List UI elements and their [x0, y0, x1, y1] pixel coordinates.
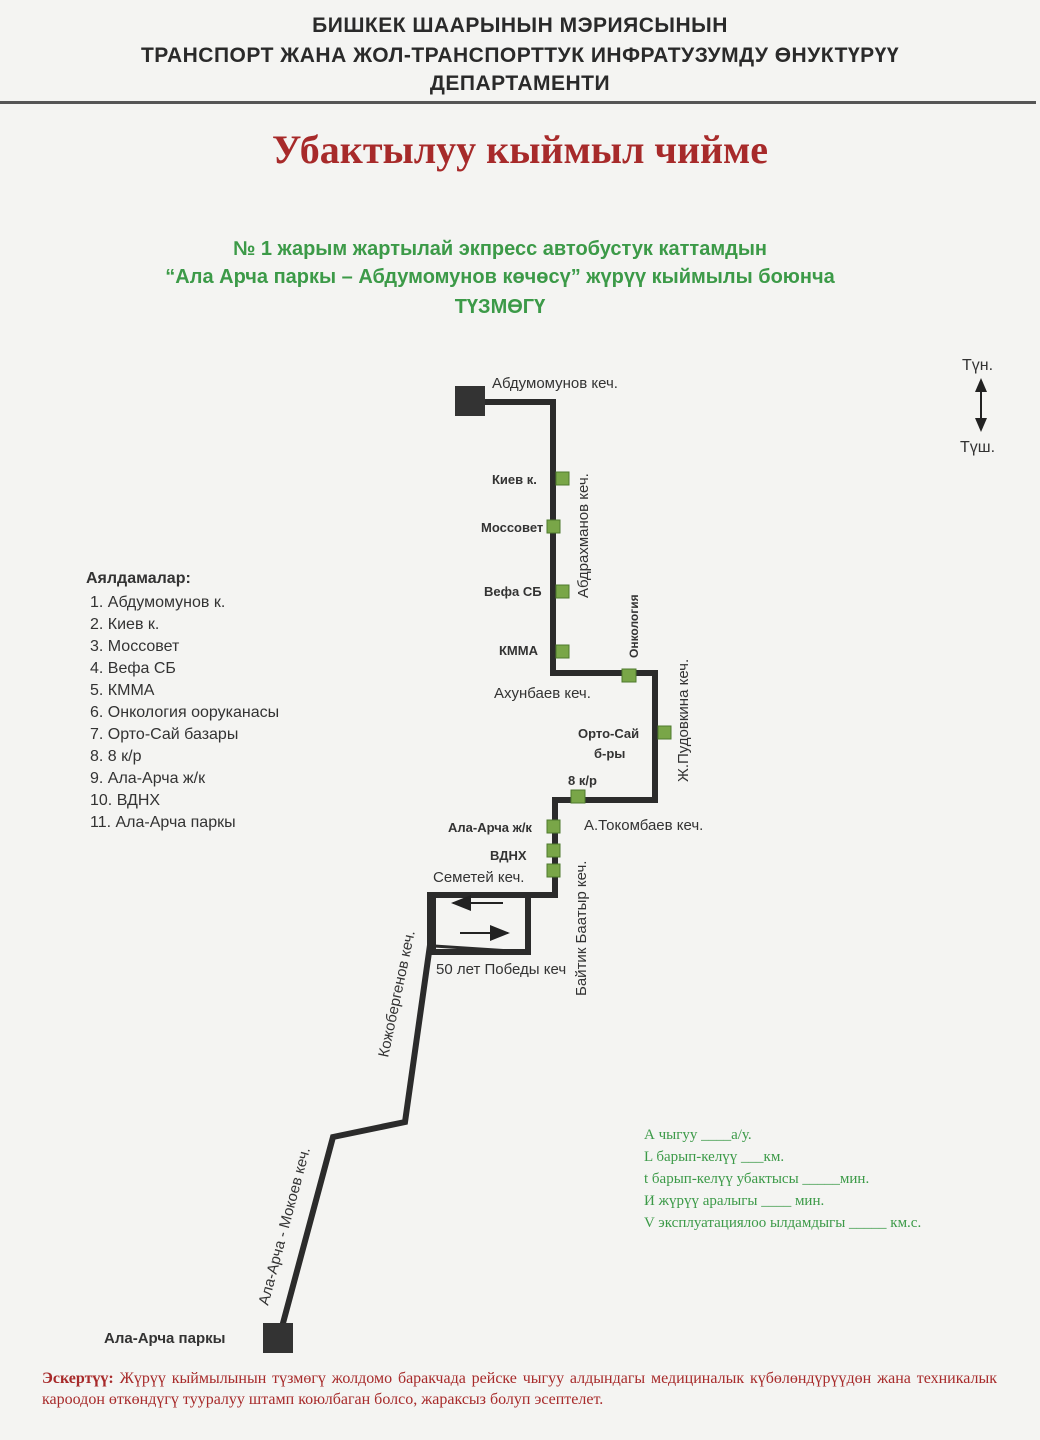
stop-marker-vdnh-1 — [546, 843, 561, 858]
list-item: 5. КММА — [90, 682, 155, 699]
stops-title: Аялдамалар: — [86, 570, 191, 587]
list-item: 3. Моссовет — [90, 638, 180, 655]
stop-marker-kmma — [555, 644, 570, 659]
terminal-top-label: Абдумомунов кеч. — [492, 375, 618, 392]
param-t: t барып-келүү убактысы _____мин. — [644, 1171, 870, 1187]
param-l: L барып-келүү ___км. — [644, 1149, 785, 1165]
list-item: 10. ВДНХ — [90, 792, 161, 809]
list-item: 7. Орто-Сай базары — [90, 726, 239, 743]
header-line-2: ТРАНСПОРТ ЖАНА ЖОЛ-ТРАНСПОРТТУК ИНФРАТУЗ… — [140, 44, 900, 67]
stop-marker-onko — [621, 668, 637, 683]
stop-marker-alaarcha — [546, 819, 561, 834]
street-label-kozhobergenov: Кожобергенов кеч. — [375, 929, 418, 1059]
street-label-pobedy: 50 лет Победы кеч — [436, 961, 566, 978]
footnote-text: Жүрүү кыймылынын түзмөгү жолдомо баракча… — [42, 1370, 997, 1408]
document-title: Убактылуу кыймыл чийме — [271, 127, 769, 172]
stop-label-mossovet: Моссовет — [481, 520, 543, 535]
street-label-semetey: Семетей кеч. — [433, 869, 524, 886]
list-item: 9. Ала-Арча ж/к — [90, 770, 206, 787]
list-item: 8. 8 к/р — [90, 748, 142, 765]
stop-label-kiev: Киев к. — [492, 472, 537, 487]
header-divider — [0, 101, 1036, 104]
header-line-1: БИШКЕК ШААРЫНЫН МЭРИЯСЫНЫН — [312, 14, 728, 37]
route-parameters: А чыгуу ____а/у. L барып-келүү ___км. t … — [644, 1124, 921, 1234]
header-line-3: ДЕПАРТАМЕНТИ — [429, 72, 611, 95]
street-label-baityk: Байтик Баатыр кеч. — [573, 861, 590, 996]
compass: Түн. Түш. — [960, 357, 995, 456]
stop-label-onko: Онкология — [627, 594, 641, 658]
param-v: V эксплуатациялоо ылдамдыгы _____ км.с. — [644, 1215, 922, 1231]
stop-label-ortosai-1: Орто-Сай — [578, 726, 639, 741]
street-label-abdrakhmanov: Абдрахманов кеч. — [575, 473, 592, 598]
stop-marker-kiev — [555, 471, 570, 486]
stop-marker-mossovet — [546, 519, 561, 534]
footnote-label: Эскертүү: — [42, 1370, 114, 1387]
terminal-bottom-label: Ала-Арча паркы — [104, 1330, 225, 1347]
route-link — [433, 944, 528, 954]
street-label-mokoev: Ала-Арча - Мокоев кеч. — [255, 1145, 314, 1307]
stop-label-ortosai-2: б-ры — [594, 746, 625, 761]
stop-label-vdnh: ВДНХ — [490, 848, 527, 863]
street-label-akhunbaev: Ахунбаев кеч. — [494, 685, 591, 702]
stops-list: 1. Абдумомунов к. 2. Киев к. 3. Моссовет… — [90, 592, 279, 834]
list-item: 4. Вефа СБ — [90, 660, 176, 677]
terminal-top-marker — [455, 386, 485, 416]
param-a: А чыгуу ____а/у. — [644, 1127, 752, 1143]
arrow-down-icon — [975, 418, 987, 432]
list-item: 1. Абдумомунов к. — [90, 594, 226, 611]
terminal-bottom-marker — [263, 1323, 293, 1353]
stop-markers — [546, 471, 672, 878]
footnote: Эскертүү: Жүрүү кыймылынын түзмөгү жолдо… — [42, 1368, 997, 1410]
stop-marker-vefa — [555, 584, 570, 599]
subtitle-line-3: ТҮЗМӨГҮ — [454, 296, 546, 318]
stop-marker-8kr — [570, 789, 586, 804]
compass-north-label: Түн. — [962, 357, 993, 374]
street-label-tokombaev: А.Токомбаев кеч. — [584, 817, 703, 834]
arrow-up-icon — [975, 378, 987, 392]
stop-marker-vdnh-2 — [546, 863, 561, 878]
param-i: И жүрүү аралыгы ____ мин. — [644, 1193, 825, 1209]
subtitle-line-2: “Ала Арча паркы – Абдумомунов көчөсү” жү… — [165, 266, 835, 288]
stop-label-kmma: КММА — [499, 643, 539, 658]
list-item: 2. Киев к. — [90, 616, 160, 633]
stop-label-8kr: 8 к/р — [568, 773, 597, 788]
stop-marker-ortosai — [657, 725, 672, 740]
list-item: 11. Ала-Арча паркы — [90, 814, 236, 831]
subtitle-line-1: № 1 жарым жартылай экпресс автобустук ка… — [232, 238, 767, 260]
stop-label-vefa: Вефа СБ — [484, 584, 542, 599]
list-item: 6. Онкология ооруканасы — [90, 704, 280, 721]
street-label-pudovkina: Ж.Пудовкина кеч. — [675, 659, 692, 782]
stop-label-alaarcha: Ала-Арча ж/к — [448, 820, 532, 835]
compass-south-label: Түш. — [960, 439, 995, 456]
